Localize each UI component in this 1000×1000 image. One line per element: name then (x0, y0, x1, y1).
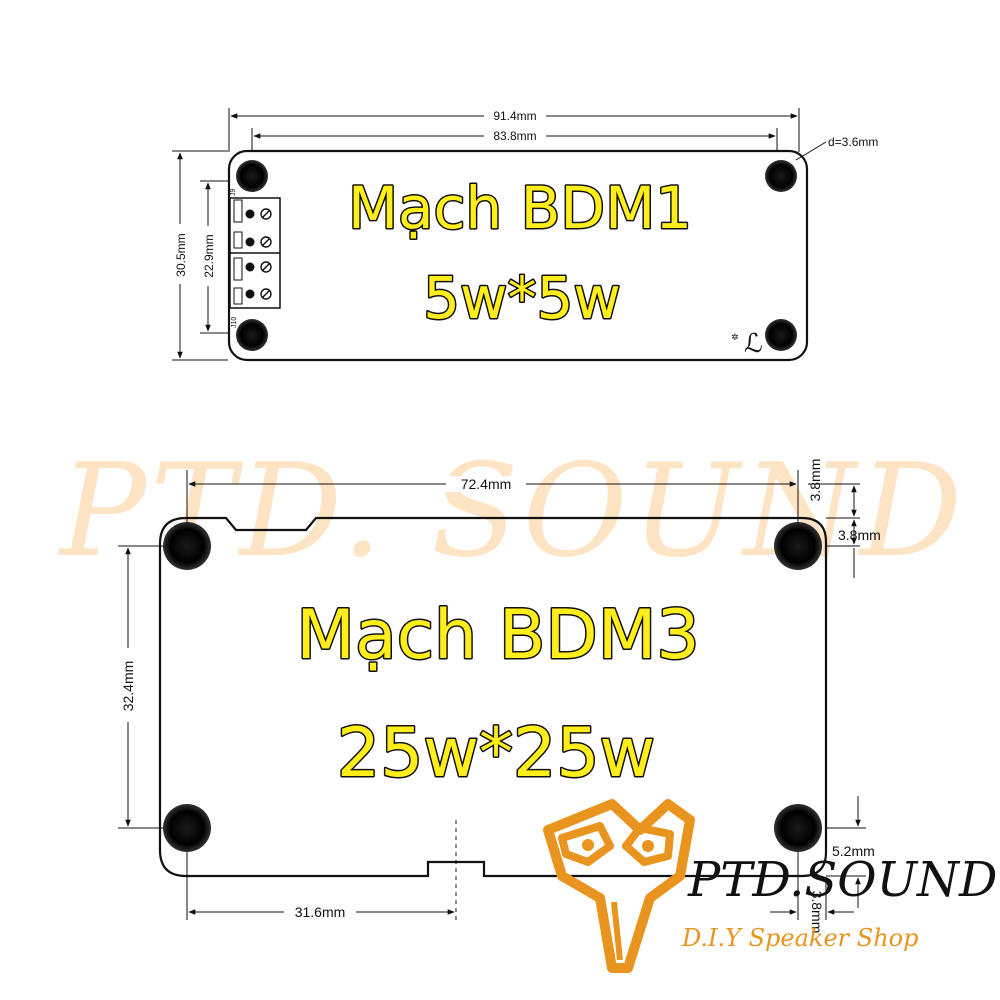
board-bdm1: 91.4mm 83.8mm d=3.6mm (172, 108, 878, 362)
dim-label-bg (119, 648, 137, 722)
mounting-hole (236, 319, 268, 351)
dim-hole-diameter: d=3.6mm (828, 135, 878, 149)
brand-name: PTD.SOUND (687, 852, 998, 908)
board-bdm3: 72.4mm 3.8mm 3.8mm 32.4mm 31.6mm 5.2mm (118, 459, 881, 934)
dim-terminal-span: 22.9mm (202, 234, 216, 277)
mounting-hole (774, 522, 822, 570)
board2-power-rating: 25w*25w (337, 714, 655, 793)
dim-label-bg (284, 904, 356, 920)
dim-edge-top-a: 3.8mm (807, 459, 823, 502)
mounting-hole (163, 522, 211, 570)
dim-height: 30.5mm (174, 233, 188, 276)
connector-label-j9: J9 (230, 189, 237, 197)
svg-text:ℒ: ℒ (744, 329, 763, 359)
pcb-outline (158, 516, 828, 878)
svg-text:✲: ✲ (731, 333, 739, 343)
dim-hole-spacing: 83.8mm (493, 129, 536, 143)
connector-label-j10: J10 (231, 317, 238, 328)
dim-label-bg (173, 224, 187, 284)
board1-title: Mạch BDM1 (348, 174, 692, 242)
dim-label-bg (446, 476, 526, 492)
dim-label-bg (484, 129, 546, 143)
owl-logo-icon (543, 799, 695, 973)
mounting-hole (236, 160, 268, 192)
terminal-block (229, 197, 281, 309)
mounting-hole (765, 160, 797, 192)
dim-hole-spacing-x: 72.4mm (461, 476, 512, 492)
pcb-outline (227, 149, 809, 362)
dim-total-width: 91.4mm (493, 109, 536, 123)
brand-tagline: D.I.Y Speaker Shop (681, 924, 918, 952)
mounting-hole (765, 319, 797, 351)
board1-power-rating: 5w*5w (423, 264, 621, 332)
board2-title: Mạch BDM3 (296, 596, 699, 675)
leader-line (795, 141, 827, 161)
mounting-hole (163, 804, 211, 852)
dim-bottom-offset: 31.6mm (295, 904, 346, 920)
silkscreen-logo-icon: ℒ ✲ (731, 329, 763, 359)
dim-edge-bottom: 5.2mm (832, 843, 875, 859)
dim-edge-top-b: 3.8mm (838, 527, 881, 543)
dim-label-bg (484, 109, 546, 123)
mounting-hole (774, 804, 822, 852)
dim-label-bg (201, 226, 215, 286)
dim-edge-bottom-vertical: 3.8mm (809, 891, 825, 934)
dim-hole-spacing-y: 32.4mm (120, 661, 136, 712)
